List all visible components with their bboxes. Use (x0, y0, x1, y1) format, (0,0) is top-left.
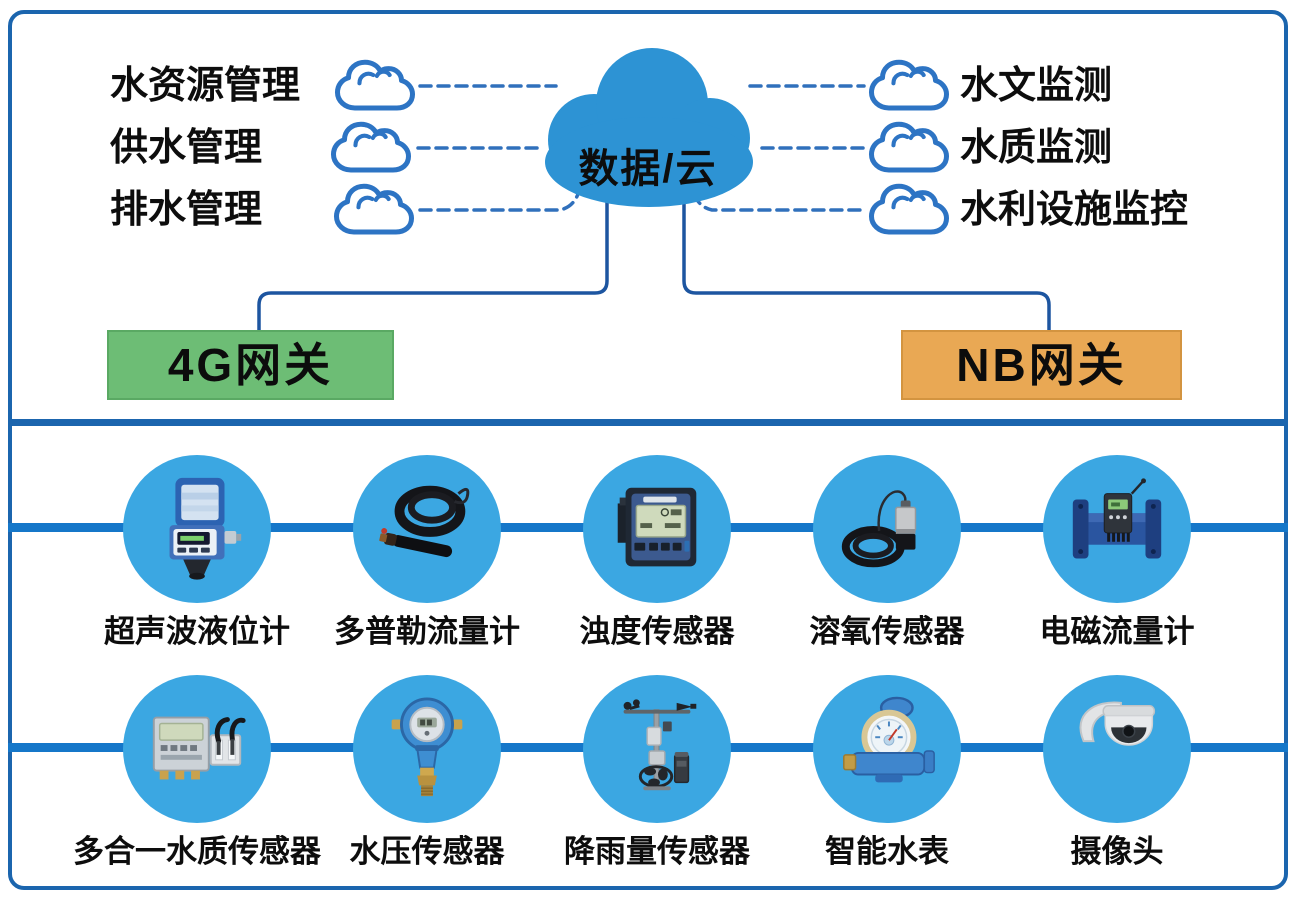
cloud-icon (868, 183, 950, 235)
camera-icon (1079, 701, 1156, 746)
app-label-water-supply: 供水管理 (110, 127, 263, 169)
device-bubble (813, 675, 961, 823)
device-electromagnetic-flowmeter: 电磁流量计 (987, 455, 1247, 651)
rainfall-sensor-icon (623, 699, 697, 791)
device-label: 多合一水质传感器 (73, 834, 321, 869)
device-label: 超声波液位计 (104, 614, 290, 649)
data-cloud: 数据/云 (528, 40, 768, 212)
device-smart-water-meter: 智能水表 (757, 675, 1017, 871)
device-bubble (1043, 455, 1191, 603)
device-multi-water-quality-sensor: 多合一水质传感器 (67, 675, 327, 871)
device-bubble (813, 455, 961, 603)
cloud-icon (868, 59, 950, 111)
cloud-icon (333, 183, 415, 235)
device-label: 溶氧传感器 (809, 614, 965, 649)
doppler-flowmeter-icon (379, 485, 470, 558)
device-bubble (583, 675, 731, 823)
device-camera: 摄像头 (987, 675, 1247, 871)
app-label-quality-monitor: 水质监测 (960, 127, 1113, 169)
device-bubble (123, 675, 271, 823)
device-bubble (353, 455, 501, 603)
device-ultrasonic-level-meter: 超声波液位计 (67, 455, 327, 651)
gateway-4g: 4G网关 (107, 330, 394, 400)
gateway-nb: NB网关 (901, 330, 1182, 400)
water-pressure-sensor-icon (391, 697, 463, 797)
app-label-facility-monitor: 水利设施监控 (960, 189, 1189, 231)
data-cloud-label: 数据/云 (578, 147, 718, 191)
cloud-icon (330, 121, 412, 173)
app-label-water-resource: 水资源管理 (110, 65, 301, 107)
device-turbidity-sensor: 浊度传感器 (527, 455, 787, 651)
device-label: 摄像头 (1070, 834, 1164, 869)
turbidity-sensor-icon (617, 487, 697, 567)
outer-frame (8, 10, 1288, 890)
device-water-pressure-sensor: 水压传感器 (297, 675, 557, 871)
device-label: 电磁流量计 (1039, 614, 1195, 649)
device-dissolved-oxygen-sensor: 溶氧传感器 (757, 455, 1017, 651)
device-label: 智能水表 (825, 834, 949, 869)
app-label-hydrology-monitor: 水文监测 (960, 65, 1113, 107)
device-bubble (353, 675, 501, 823)
ultrasonic-level-meter-icon (169, 477, 242, 580)
data-cloud-icon (545, 48, 753, 207)
device-label: 降雨量传感器 (564, 834, 750, 869)
device-bubble (583, 455, 731, 603)
device-rainfall-sensor: 降雨量传感器 (527, 675, 787, 871)
electromagnetic-flowmeter-icon (1072, 478, 1162, 559)
device-doppler-flowmeter: 多普勒流量计 (297, 455, 557, 651)
device-label: 水压传感器 (349, 834, 505, 869)
panel-divider (8, 419, 1288, 426)
cloud-icon (334, 59, 416, 111)
app-label-drainage: 排水管理 (110, 189, 263, 231)
device-bubble (1043, 675, 1191, 823)
cloud-icon (868, 121, 950, 173)
smart-water-meter-icon (843, 696, 935, 783)
multi-water-quality-sensor-icon (152, 716, 246, 780)
device-label: 多普勒流量计 (334, 614, 520, 649)
dissolved-oxygen-sensor-icon (841, 490, 917, 568)
device-bubble (123, 455, 271, 603)
device-label: 浊度传感器 (579, 614, 735, 649)
